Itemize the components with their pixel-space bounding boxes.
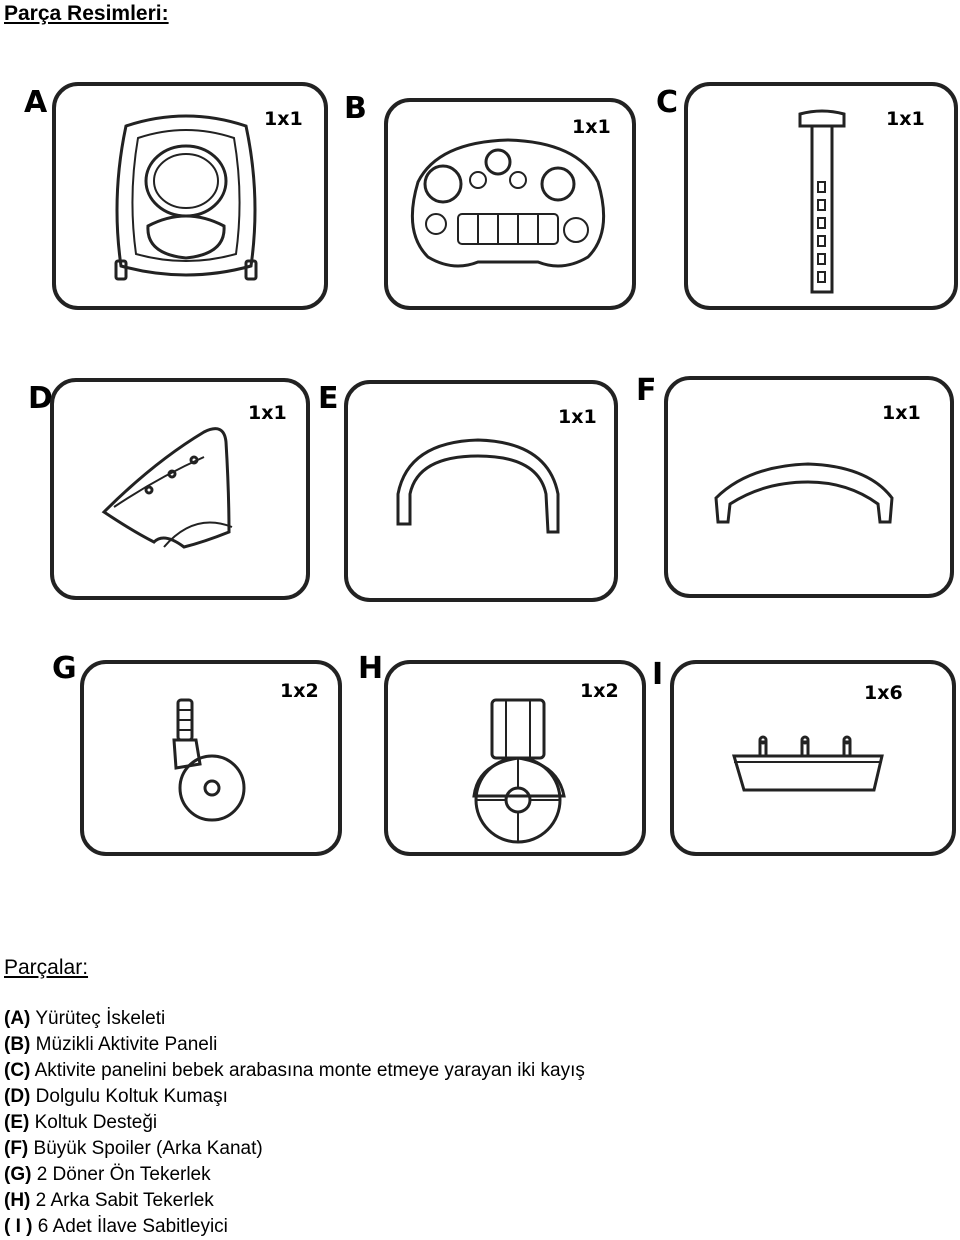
part-panel-h: 1x2 — [384, 660, 646, 856]
part-panel-i: 1x6 — [670, 660, 956, 856]
part-code: (C) — [4, 1060, 31, 1081]
seat-support-icon — [396, 438, 560, 534]
list-item: (D) Dolgulu Koltuk Kumaşı — [4, 1084, 585, 1110]
part-code: (D) — [4, 1086, 31, 1107]
part-qty-e: 1x1 — [558, 406, 597, 428]
part-code: (G) — [4, 1164, 32, 1185]
part-name: Müzikli Aktivite Paneli — [30, 1034, 218, 1055]
part-letter-g: G — [52, 651, 77, 686]
part-name: Koltuk Desteği — [29, 1112, 158, 1133]
part-qty-h: 1x2 — [580, 680, 619, 702]
part-code: (B) — [4, 1034, 31, 1055]
part-letter-b: B — [344, 91, 367, 126]
part-letter-a: A — [24, 85, 48, 120]
part-letter-e: E — [318, 381, 339, 416]
part-qty-a: 1x1 — [264, 108, 303, 130]
part-code: ( I ) — [4, 1216, 33, 1237]
list-item: (F) Büyük Spoiler (Arka Kanat) — [4, 1136, 585, 1162]
part-panel-g: 1x2 — [80, 660, 342, 856]
list-item: ( I ) 6 Adet İlave Sabitleyici — [4, 1214, 585, 1240]
part-letter-i: I — [652, 657, 664, 692]
list-item: (H) 2 Arka Sabit Tekerlek — [4, 1188, 585, 1214]
list-item: (G) 2 Döner Ön Tekerlek — [4, 1162, 585, 1188]
part-qty-i: 1x6 — [864, 682, 903, 704]
activity-panel-icon — [410, 138, 606, 268]
part-panel-a: 1x1 — [52, 82, 328, 310]
part-qty-g: 1x2 — [280, 680, 319, 702]
part-letter-c: C — [656, 85, 679, 120]
part-name: Büyük Spoiler (Arka Kanat) — [28, 1138, 263, 1159]
parts-list: (A) Yürüteç İskeleti (B) Müzikli Aktivit… — [4, 1006, 585, 1240]
part-name: Yürüteç İskeleti — [30, 1008, 166, 1029]
list-item: (C) Aktivite panelini bebek arabasına mo… — [4, 1058, 585, 1084]
part-panel-c: 1x1 — [684, 82, 958, 310]
parts-list-title: Parçalar: — [4, 956, 89, 979]
part-code: (F) — [4, 1138, 29, 1159]
seat-fabric-icon — [101, 427, 233, 549]
walker-frame-icon — [114, 114, 258, 281]
part-letter-f: F — [636, 373, 657, 408]
rear-spoiler-icon — [714, 462, 894, 524]
part-name: Aktivite panelini bebek arabasına monte … — [30, 1060, 585, 1081]
part-panel-e: 1x1 — [344, 380, 618, 602]
page-title: Parça Resimleri: — [4, 2, 169, 25]
part-name: Dolgulu Koltuk Kumaşı — [30, 1086, 228, 1107]
list-item: (B) Müzikli Aktivite Paneli — [4, 1032, 585, 1058]
part-qty-c: 1x1 — [886, 108, 925, 130]
list-item: (E) Koltuk Desteği — [4, 1110, 585, 1136]
part-panel-b: 1x1 — [384, 98, 636, 310]
part-letter-h: H — [358, 651, 384, 686]
swivel-wheel-icon — [172, 698, 246, 822]
part-letter-d: D — [28, 381, 53, 416]
part-panel-d: 1x1 — [50, 378, 310, 600]
stopper-icon — [731, 735, 884, 792]
part-name: 6 Adet İlave Sabitleyici — [32, 1216, 228, 1237]
rear-wheel-icon — [472, 698, 566, 844]
part-code: (E) — [4, 1112, 30, 1133]
part-name: 2 Döner Ön Tekerlek — [31, 1164, 211, 1185]
part-panel-f: 1x1 — [664, 376, 954, 598]
part-name: 2 Arka Sabit Tekerlek — [30, 1190, 214, 1211]
part-qty-f: 1x1 — [882, 402, 921, 424]
part-code: (A) — [4, 1008, 31, 1029]
part-code: (H) — [4, 1190, 31, 1211]
part-qty-d: 1x1 — [248, 402, 287, 424]
list-item: (A) Yürüteç İskeleti — [4, 1006, 585, 1032]
part-qty-b: 1x1 — [572, 116, 611, 138]
strap-icon — [798, 109, 846, 294]
